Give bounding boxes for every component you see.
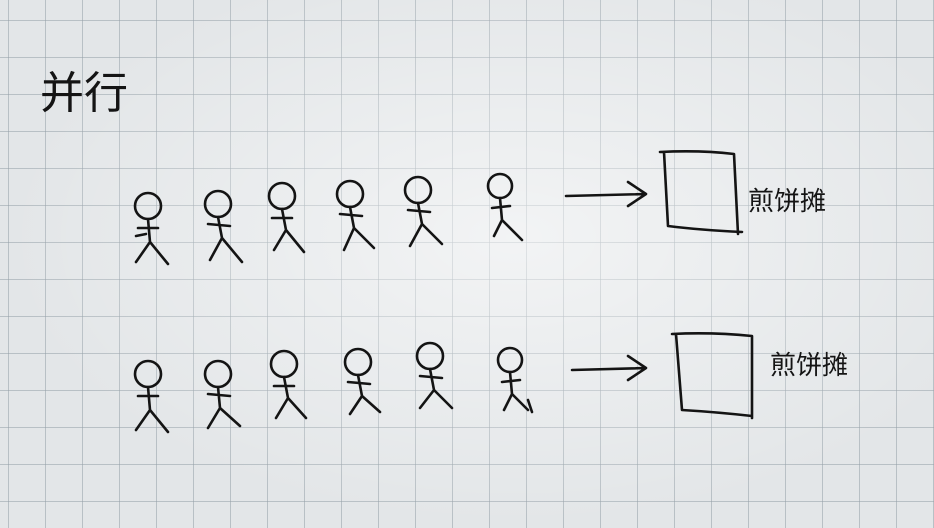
stick-figure	[267, 181, 306, 254]
stick-figure	[269, 349, 308, 420]
queue-row-2: 煎饼摊	[133, 332, 848, 434]
page-title: 并行	[40, 68, 128, 119]
stick-figure	[203, 189, 244, 264]
stick-figure	[415, 341, 454, 410]
stick-figure	[343, 347, 382, 416]
stick-figure	[203, 359, 242, 430]
pancake-stall-box	[658, 150, 744, 236]
stall-label: 煎饼摊	[748, 187, 826, 217]
arrow	[564, 180, 648, 208]
stick-figure	[335, 179, 376, 252]
queue-row-1: 煎饼摊	[133, 150, 826, 266]
stall-label: 煎饼摊	[770, 351, 848, 381]
stick-figure	[496, 346, 534, 414]
pancake-stall-box	[670, 332, 754, 420]
stick-figure	[486, 172, 524, 242]
arrow	[570, 354, 648, 382]
stick-figure	[403, 175, 444, 248]
stick-figure	[133, 191, 170, 266]
stick-figure	[133, 359, 170, 434]
